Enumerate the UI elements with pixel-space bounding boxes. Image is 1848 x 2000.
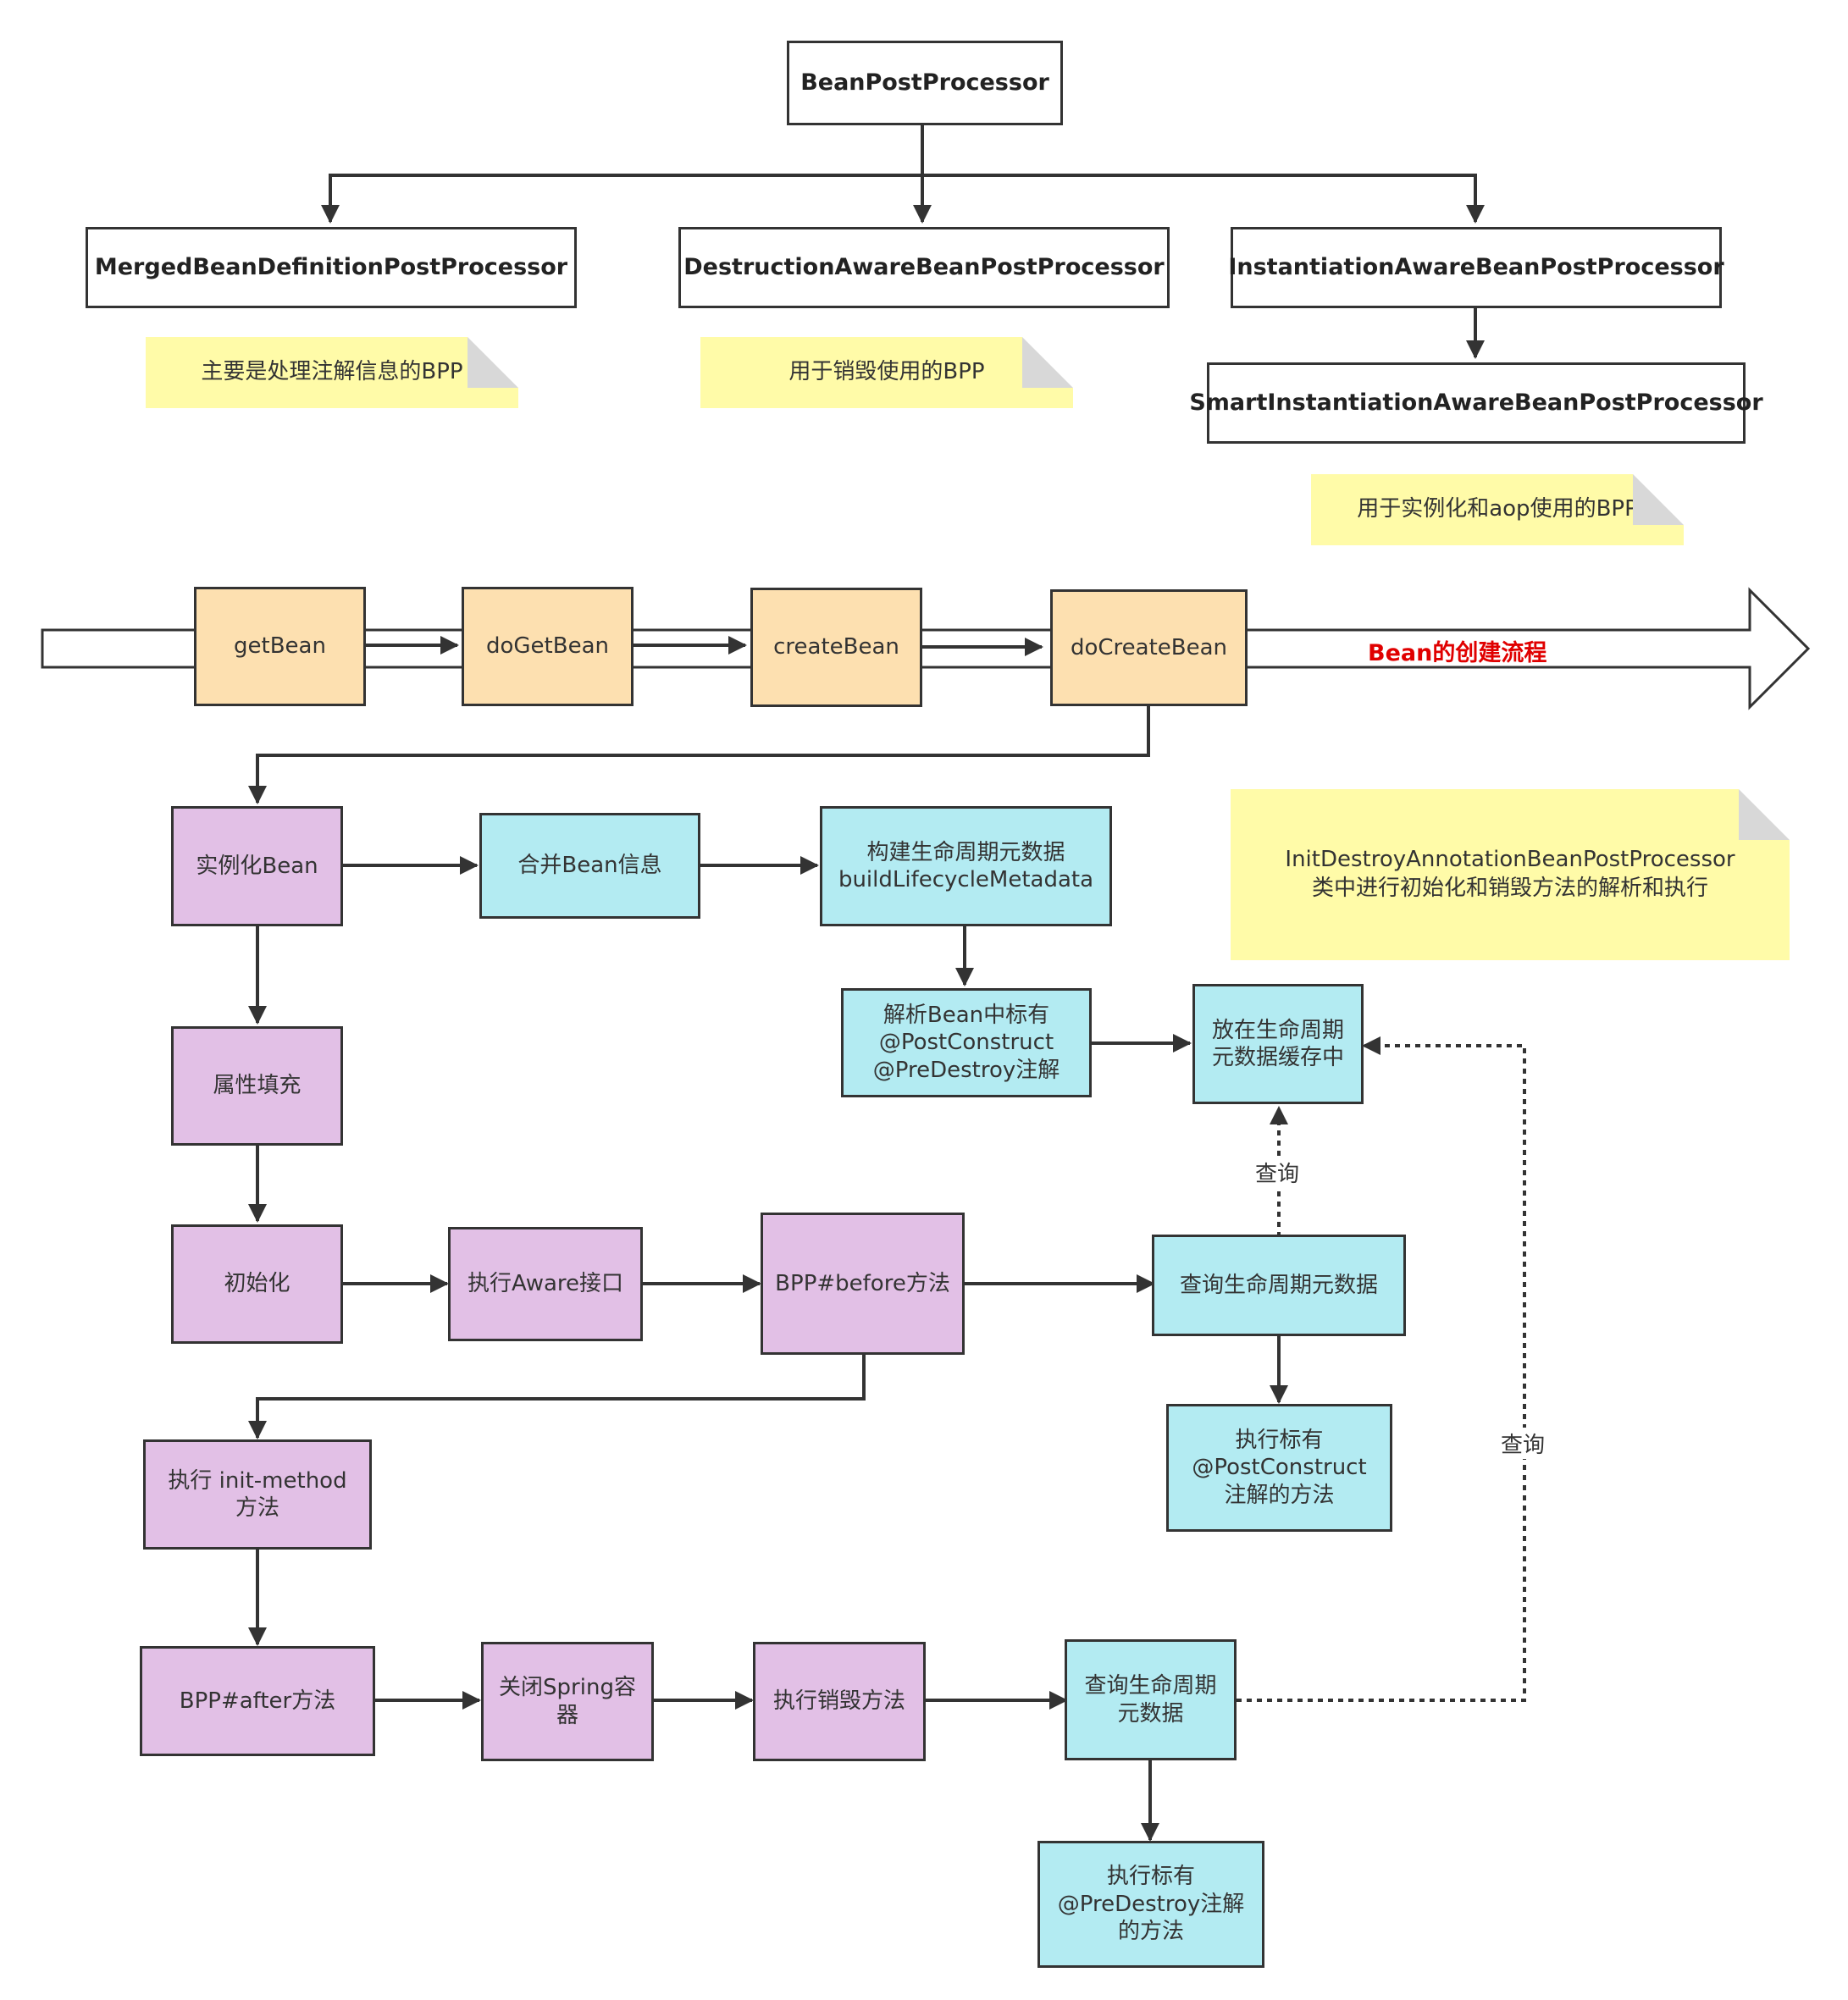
label-query-1: 查询 (1252, 1157, 1303, 1188)
node-bpp-before: BPP#before方法 (761, 1213, 965, 1355)
node-bpp-after: BPP#after方法 (140, 1646, 375, 1756)
node-parse-annotations: 解析Bean中标有 @PostConstruct @PreDestroy注解 (841, 988, 1092, 1097)
note-merged-text: 主要是处理注解信息的BPP (201, 359, 463, 385)
node-init-method: 执行 init-method 方法 (143, 1439, 372, 1550)
step-create-bean: createBean (750, 588, 922, 707)
step-do-get-bean: doGetBean (462, 587, 634, 706)
step-get-bean: getBean (194, 587, 366, 706)
node-cache-metadata: 放在生命周期 元数据缓存中 (1192, 984, 1364, 1104)
node-run-destroy: 执行销毁方法 (753, 1642, 926, 1761)
edge-query2-cache (1237, 1036, 1526, 1702)
node-close-spring: 关闭Spring容 器 (481, 1642, 654, 1761)
node-aware-interface: 执行Aware接口 (448, 1227, 643, 1341)
node-run-pre-destroy: 执行标有 @PreDestroy注解 的方法 (1037, 1841, 1264, 1968)
node-query-metadata-2: 查询生命周期 元数据 (1065, 1639, 1237, 1760)
note-destruction: 用于销毁使用的BPP (700, 337, 1073, 408)
node-populate-properties: 属性填充 (171, 1026, 343, 1146)
note-destruction-text: 用于销毁使用的BPP (788, 359, 985, 385)
node-instantiate-bean: 实例化Bean (171, 806, 343, 926)
node-bean-post-processor: BeanPostProcessor (787, 41, 1063, 125)
node-merged-bpp: MergedBeanDefinitionPostProcessor (86, 227, 577, 308)
node-query-metadata-1: 查询生命周期元数据 (1152, 1235, 1406, 1336)
note-merged: 主要是处理注解信息的BPP (146, 337, 518, 408)
label-query-2: 查询 (1497, 1428, 1549, 1459)
note-instantiation: 用于实例化和aop使用的BPP (1311, 474, 1684, 545)
flow-title: Bean的创建流程 (1368, 640, 1547, 666)
node-destruction-bpp: DestructionAwareBeanPostProcessor (678, 227, 1170, 308)
step-do-create-bean: doCreateBean (1050, 589, 1248, 706)
node-build-lifecycle-metadata: 构建生命周期元数据 buildLifecycleMetadata (820, 806, 1112, 926)
node-instantiation-bpp: InstantiationAwareBeanPostProcessor (1228, 227, 1724, 308)
node-initialize: 初始化 (171, 1224, 343, 1344)
node-merge-bean-info: 合并Bean信息 (479, 813, 700, 919)
note-instantiation-text: 用于实例化和aop使用的BPP (1357, 496, 1638, 522)
node-run-post-construct: 执行标有 @PostConstruct 注解的方法 (1166, 1404, 1392, 1532)
node-smart-instantiation-bpp: SmartInstantiationAwareBeanPostProcessor (1189, 362, 1763, 444)
edge-root-merged (321, 174, 922, 224)
note-init-destroy-text: InitDestroyAnnotationBeanPostProcessor 类… (1285, 847, 1735, 901)
edge-root-instantiation (922, 174, 1485, 224)
note-init-destroy: InitDestroyAnnotationBeanPostProcessor 类… (1231, 789, 1790, 960)
